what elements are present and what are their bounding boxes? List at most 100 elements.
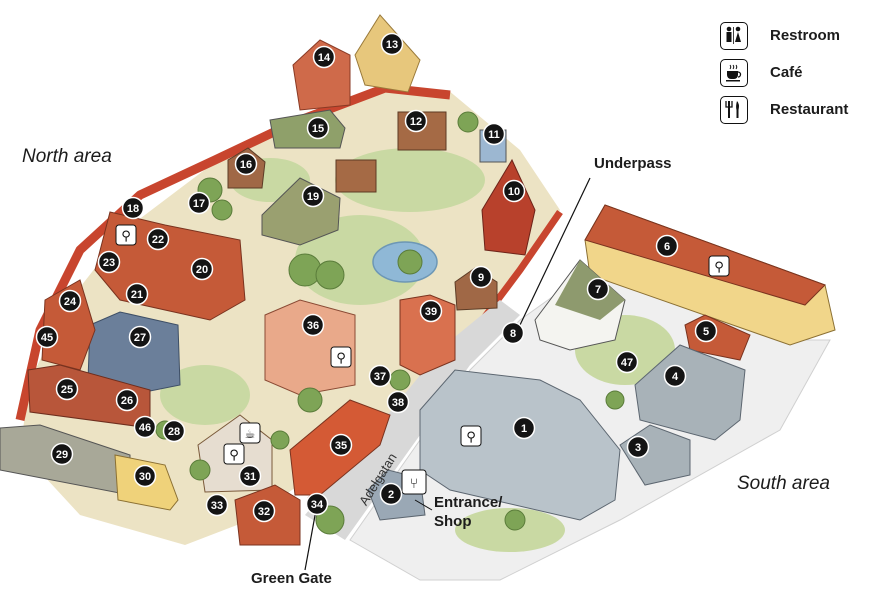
marker-label: 23 — [103, 257, 115, 269]
marker-12[interactable]: 12 — [404, 109, 428, 133]
marker-disc — [586, 277, 610, 301]
marker-disc — [386, 390, 410, 414]
marker-39[interactable]: 39 — [419, 299, 443, 323]
marker-27[interactable]: 27 — [128, 325, 152, 349]
marker-17[interactable]: 17 — [187, 191, 211, 215]
south-area-label: South area — [737, 473, 830, 494]
marker-label: 3 — [635, 442, 641, 454]
marker-label: 7 — [595, 284, 601, 296]
building-36 — [264, 299, 356, 396]
marker-label: 15 — [312, 123, 324, 135]
restroom-icon: ⚲ — [460, 425, 482, 447]
marker-disc — [615, 350, 639, 374]
marker-31[interactable]: 31 — [238, 464, 262, 488]
marker-disc — [404, 109, 428, 133]
marker-30[interactable]: 30 — [133, 464, 157, 488]
marker-disc — [301, 313, 325, 337]
marker-disc — [125, 282, 149, 306]
building-shed — [335, 159, 377, 193]
marker-label: 18 — [127, 203, 139, 215]
marker-2[interactable]: 2 — [379, 482, 403, 506]
marker-disc — [301, 184, 325, 208]
marker-32[interactable]: 32 — [252, 499, 276, 523]
marker-11[interactable]: 11 — [482, 122, 506, 146]
marker-23[interactable]: 23 — [97, 250, 121, 274]
marker-20[interactable]: 20 — [190, 257, 214, 281]
marker-disc — [501, 321, 525, 345]
marker-disc — [97, 250, 121, 274]
marker-37[interactable]: 37 — [368, 364, 392, 388]
marker-label: 28 — [168, 426, 180, 438]
marker-26[interactable]: 26 — [115, 388, 139, 412]
marker-disc — [121, 196, 145, 220]
marker-disc — [58, 289, 82, 313]
marker-10[interactable]: 10 — [502, 179, 526, 203]
marker-label: 32 — [258, 506, 270, 518]
marker-disc — [55, 377, 79, 401]
marker-disc — [469, 265, 493, 289]
marker-33[interactable]: 33 — [205, 493, 229, 517]
marker-28[interactable]: 28 — [162, 419, 186, 443]
marker-label: 37 — [374, 371, 386, 383]
restaurant-icon: ⑂ — [401, 469, 427, 495]
marker-34[interactable]: 34 — [305, 492, 329, 516]
marker-label: 9 — [478, 272, 484, 284]
marker-label: 13 — [386, 39, 398, 51]
marker-5[interactable]: 5 — [694, 319, 718, 343]
marker-label: 6 — [664, 241, 670, 253]
marker-3[interactable]: 3 — [626, 435, 650, 459]
marker-47[interactable]: 47 — [615, 350, 639, 374]
marker-layer: 1234567891011121314151617181920212223242… — [35, 32, 718, 523]
marker-6[interactable]: 6 — [655, 234, 679, 258]
marker-13[interactable]: 13 — [380, 32, 404, 56]
svg-text:⑂: ⑂ — [410, 476, 418, 492]
marker-18[interactable]: 18 — [121, 196, 145, 220]
cafe-icon: ☕ — [239, 422, 261, 444]
marker-label: 26 — [121, 395, 133, 407]
marker-disc — [306, 116, 330, 140]
marker-45[interactable]: 45 — [35, 325, 59, 349]
marker-disc — [512, 416, 536, 440]
marker-label: 19 — [307, 191, 319, 203]
marker-1[interactable]: 1 — [512, 416, 536, 440]
building-6-roof — [584, 204, 826, 306]
marker-46[interactable]: 46 — [133, 415, 157, 439]
marker-14[interactable]: 14 — [312, 45, 336, 69]
marker-disc — [252, 499, 276, 523]
marker-label: 45 — [41, 332, 53, 344]
marker-label: 10 — [508, 186, 520, 198]
marker-7[interactable]: 7 — [586, 277, 610, 301]
marker-label: 30 — [139, 471, 151, 483]
underpass-label: Underpass — [594, 155, 672, 172]
marker-24[interactable]: 24 — [58, 289, 82, 313]
marker-22[interactable]: 22 — [146, 227, 170, 251]
marker-21[interactable]: 21 — [125, 282, 149, 306]
marker-disc — [50, 442, 74, 466]
marker-15[interactable]: 15 — [306, 116, 330, 140]
marker-label: 38 — [392, 397, 404, 409]
marker-36[interactable]: 36 — [301, 313, 325, 337]
marker-38[interactable]: 38 — [386, 390, 410, 414]
building-1 — [419, 369, 621, 521]
marker-4[interactable]: 4 — [663, 364, 687, 388]
building-25-26 — [27, 364, 151, 429]
svg-text:⚲: ⚲ — [229, 448, 239, 463]
marker-25[interactable]: 25 — [55, 377, 79, 401]
entrance-leader-line — [414, 499, 433, 511]
marker-19[interactable]: 19 — [301, 184, 325, 208]
legend-item-restroom: Restroom — [720, 22, 870, 59]
marker-8[interactable]: 8 — [501, 321, 525, 345]
marker-9[interactable]: 9 — [469, 265, 493, 289]
marker-label: 14 — [318, 52, 331, 64]
marker-label: 24 — [64, 296, 77, 308]
marker-29[interactable]: 29 — [50, 442, 74, 466]
restroom-icon: ⚲ — [330, 346, 352, 368]
marker-disc — [379, 482, 403, 506]
restaurant-icon — [720, 96, 748, 124]
marker-16[interactable]: 16 — [234, 152, 258, 176]
marker-label: 21 — [131, 289, 143, 301]
marker-disc — [312, 45, 336, 69]
marker-35[interactable]: 35 — [329, 433, 353, 457]
